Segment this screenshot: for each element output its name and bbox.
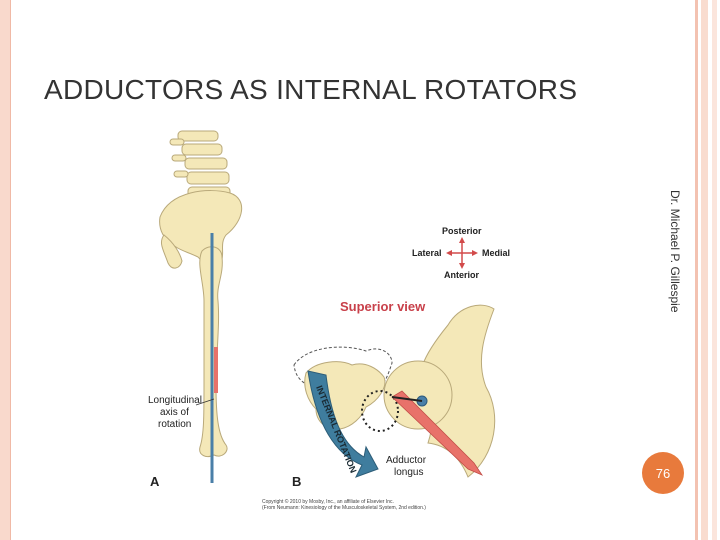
axis-label-line1: Longitudinal [148,395,202,406]
author-credit: Dr. Michael P. Gillespie [668,190,682,313]
muscle-label-line2: longus [394,467,423,478]
left-border-decoration [0,0,11,540]
axis-label-line3: rotation [158,419,191,430]
orientation-compass: Posterior Lateral Medial Anterior [412,226,510,280]
copyright-line2: (From Neumann: Kinesiology of the Muscul… [262,505,426,511]
axis-label-leader [195,398,215,406]
view-label: Superior view [340,299,426,314]
pubic-bone [161,234,183,269]
adductor-longus-muscle [391,390,484,476]
copyright-line1: Copyright © 2010 by Mosby, Inc., an affi… [262,498,394,505]
femoral-head [383,360,453,430]
previous-femur-outline [293,346,393,398]
border-stripe [701,0,708,540]
right-border-decoration [688,0,720,540]
compass-anterior: Anterior [444,270,480,280]
anatomy-figure: Longitudinal axis of rotation A Posterio… [148,130,510,511]
border-stripe [695,0,698,540]
panel-b-skeleton: INTERNAL ROTATION Adductor longus B [292,304,496,489]
compass-posterior: Posterior [442,226,482,236]
page-number-badge: 76 [642,452,684,494]
panel-a-skeleton: Longitudinal axis of rotation A [148,130,243,489]
panel-b-label: B [292,474,301,489]
compass-lateral: Lateral [412,248,442,258]
compass-medial: Medial [482,248,510,258]
moment-arm-line [391,396,423,402]
border-stripe [712,0,717,540]
adductor-muscle-a [214,347,218,393]
panel-a-label: A [150,474,160,489]
muscle-label-line1: Adductor [386,455,427,466]
rotation-reference-circle [361,390,399,432]
axis-label-line2: axis of [160,407,189,418]
internal-rotation-arrow [307,370,379,478]
slide-title: ADDUCTORS AS INTERNAL ROTATORS [44,74,578,105]
lumbar-spine [169,130,231,199]
